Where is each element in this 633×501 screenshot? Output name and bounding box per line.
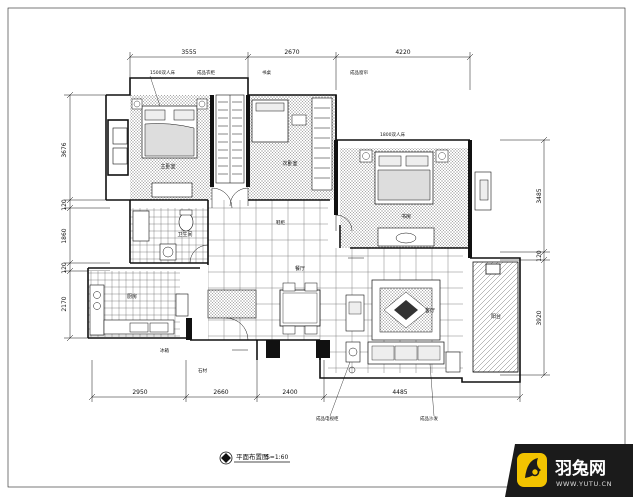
right-dim-2: 120 xyxy=(536,250,543,262)
drawing-title-block xyxy=(219,451,290,465)
bedroom2-wardrobe xyxy=(311,97,333,191)
living-side-chair xyxy=(348,301,362,315)
drawing-title: 平面布置图 xyxy=(236,452,269,461)
bottom-dimension xyxy=(88,360,524,402)
study-label: 书房 xyxy=(401,213,411,220)
left-dim-2: 120 xyxy=(61,199,68,211)
stone-area xyxy=(207,289,257,319)
brand-name: 羽兔网 xyxy=(555,458,606,479)
sofa-note: 成品沙发 xyxy=(420,415,438,422)
bathroom-fixtures xyxy=(132,209,194,261)
tv-note: 成品电视柜 xyxy=(316,415,339,422)
dining-label: 餐厅 xyxy=(295,265,305,272)
sheet-border xyxy=(7,7,626,488)
brand-watermark-graphic: 羽兔网 WWW.YUTU.CN xyxy=(505,444,633,497)
sofa-leader xyxy=(429,363,435,417)
right-dimension xyxy=(500,136,550,379)
balcony-label: 阳台 xyxy=(491,313,501,320)
doors xyxy=(189,187,353,341)
bottom-dim-1: 2950 xyxy=(132,389,147,396)
living-sofa xyxy=(367,341,445,365)
top-dim-1: 3555 xyxy=(181,49,196,56)
study-bay-chair xyxy=(479,179,489,201)
top-dimension xyxy=(126,52,474,90)
bed1-note: 1500双人床 xyxy=(150,69,175,76)
balcony-floor xyxy=(473,262,518,372)
bottom-dim-2: 2660 xyxy=(213,389,228,396)
bed1-leader xyxy=(149,75,161,107)
bedroom2-bed xyxy=(251,99,289,143)
living-label: 客厅 xyxy=(425,307,435,314)
fridge xyxy=(175,293,189,317)
kitchen-label: 厨房 xyxy=(127,293,137,300)
brand-watermark: 羽兔网 WWW.YUTU.CN xyxy=(505,444,633,497)
master-tv-cabinet xyxy=(151,182,193,198)
top-dim-2: 2670 xyxy=(284,49,299,56)
bathroom-label: 卫生间 xyxy=(177,231,192,238)
left-dim-5: 2170 xyxy=(61,296,68,311)
drawing-scale: S=1:60 xyxy=(266,454,288,461)
bedroom2-label: 次卧室 xyxy=(282,160,297,167)
right-dim-1: 3485 xyxy=(536,188,543,203)
balcony-frame xyxy=(472,261,519,373)
tv-leader xyxy=(329,361,351,417)
stone-note: 石材 xyxy=(198,367,207,374)
right-dim-3: 3920 xyxy=(536,310,543,325)
shoes-note: 鞋柜 xyxy=(276,219,285,226)
bed2-note: 1800双人床 xyxy=(380,131,405,138)
desk-note: 书桌 xyxy=(262,69,271,76)
bottom-dim-4: 4485 xyxy=(392,389,407,396)
living-plant-stand xyxy=(445,351,461,373)
top-dim-3: 4220 xyxy=(395,49,410,56)
left-dimension xyxy=(64,91,110,342)
study-cabinet xyxy=(377,227,435,247)
entrance-marks xyxy=(232,257,364,374)
bottom-dim-3: 2400 xyxy=(282,389,297,396)
rabbit-logo-icon xyxy=(517,453,547,487)
left-dim-1: 3676 xyxy=(61,142,68,157)
wardrobe-column xyxy=(215,94,245,184)
master-bed xyxy=(131,98,208,159)
study-chair xyxy=(395,232,417,244)
master-bedroom-label: 主卧室 xyxy=(160,163,175,170)
brand-url: WWW.YUTU.CN xyxy=(556,480,612,488)
bedroom2-desk xyxy=(291,114,307,126)
study-bed xyxy=(359,149,449,205)
kitchen-counter xyxy=(89,284,175,336)
master-armchair xyxy=(112,127,128,165)
left-dim-3: 1860 xyxy=(61,228,68,243)
wardrobe-note: 成品衣柜 xyxy=(197,69,215,76)
living-lamp-table xyxy=(345,341,361,363)
lamp-icon xyxy=(348,347,358,357)
fridge-note: 冰箱 xyxy=(160,347,169,354)
living-rug xyxy=(371,279,441,341)
wall-columns xyxy=(186,95,472,358)
dining-table xyxy=(279,282,321,335)
left-dim-4: 120 xyxy=(61,262,68,274)
window-note: 成品窗帘 xyxy=(350,69,368,76)
